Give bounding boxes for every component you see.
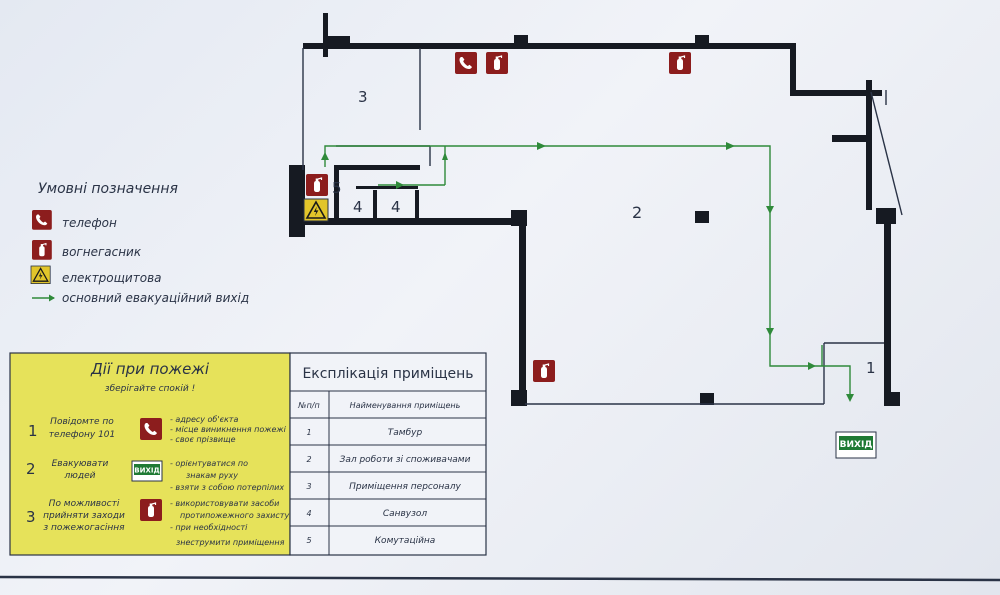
step-2-exit-sign-text: ВИХІД: [134, 467, 159, 475]
partitions: [302, 48, 903, 405]
fire-actions-subtitle: зберігайте спокій !: [105, 384, 195, 394]
step-3-action-line-3: з пожежогасіння: [43, 523, 125, 533]
step-3-detail-4: знеструмити приміщення: [176, 538, 285, 547]
step-3-detail-2: протипожежного захисту: [180, 511, 289, 520]
plan-extinguisher-icon-3: [305, 173, 329, 197]
room-label-2: 2: [632, 203, 642, 222]
extinguisher-icon: [31, 239, 53, 261]
step-3-detail-1: - використовувати засоби: [170, 499, 279, 508]
rooms-table-row-2-name: Зал роботи зі споживачами: [340, 455, 471, 465]
step-2-detail-3: - взяти з собою потерпілих: [170, 483, 284, 492]
step-1-detail-1: - адресу об'єкта: [170, 415, 238, 424]
rooms-table-row-1-name: Тамбур: [388, 428, 423, 438]
legend-label-electrical: електрощитова: [62, 271, 162, 285]
legend-label-extinguisher: вогнегасник: [62, 245, 142, 259]
legend-label-evacuation: основний евакуаційний вихід: [62, 291, 249, 305]
step-2-detail-1: - орієнтуватися по: [170, 459, 248, 468]
evacuation-route: [321, 142, 854, 402]
route-arrow-9: [846, 394, 854, 402]
route-arrow-1: [321, 152, 329, 160]
exit-sign: ВИХІД: [835, 431, 877, 459]
step-2-number: 2: [26, 460, 36, 478]
sheet-bottom-line: [0, 575, 1000, 582]
step-1-number: 1: [28, 422, 38, 440]
rooms-table-title: Експлікація приміщень: [302, 366, 473, 382]
plan-extinguisher-icon-4: [532, 359, 556, 383]
step-1-detail-3: - своє прізвище: [170, 435, 236, 444]
step-3-action-line-2: прийняти заходи: [43, 511, 125, 521]
step-1-action-line-1: Повідомте по: [50, 417, 114, 427]
route-arrow-4: [537, 142, 546, 150]
walls: [289, 13, 900, 406]
plan-extinguisher-icon-1: [485, 51, 509, 75]
step-2-action-line-2: людей: [64, 471, 96, 481]
rooms-table-col-name: Найменування приміщень: [350, 401, 461, 410]
step-2-exit-sign-icon: ВИХІД: [131, 460, 163, 482]
room-label-5: 5: [332, 179, 342, 197]
plan-extinguisher-icon-2: [668, 51, 692, 75]
route-arrow-8: [808, 362, 816, 370]
evacuation-arrow-icon: [49, 294, 55, 302]
legend: Умовні позначення телефон вогнегасник ел…: [30, 181, 249, 305]
step-2-action-line-1: Евакуювати: [52, 459, 109, 469]
electrical-panel-icon: [30, 265, 51, 285]
rooms-table-row-5-num: 5: [306, 536, 311, 545]
fire-actions-panel: Дії при пожежі зберігайте спокій ! 1 Пов…: [9, 352, 291, 556]
room-label-3: 3: [358, 88, 368, 106]
route-arrow-7: [766, 328, 774, 336]
fire-actions-title: Дії при пожежі: [90, 360, 210, 378]
step-3-extinguisher-icon: [139, 498, 163, 522]
route-arrow-5: [726, 142, 735, 150]
floor-plan: 3 5 4 4 2 1: [289, 13, 903, 459]
room-label-1: 1: [866, 359, 876, 377]
rooms-table-row-4-name: Санвузол: [383, 509, 428, 519]
phone-icon: [32, 210, 52, 230]
step-3-action-line-1: По можливості: [49, 499, 120, 509]
step-1-action-line-2: телефону 101: [49, 430, 116, 440]
route-arrow-3: [396, 181, 404, 189]
rooms-table: Експлікація приміщень №п/п Найменування …: [289, 352, 487, 556]
rooms-table-row-5-name: Комутаційна: [375, 536, 436, 546]
legend-item-phone: телефон: [32, 210, 117, 230]
legend-item-electrical: електрощитова: [30, 265, 162, 285]
plan-electrical-panel-icon: [303, 198, 329, 222]
route-arrow-6: [766, 206, 774, 214]
step-2-detail-2: знакам руху: [186, 471, 238, 480]
rooms-table-row-2-num: 2: [306, 455, 311, 464]
rooms-table-row-1-num: 1: [306, 428, 311, 437]
step-1-detail-2: - місце виникнення пожежі: [170, 425, 287, 434]
room-label-4b: 4: [391, 198, 401, 216]
legend-item-evacuation: основний евакуаційний вихід: [32, 291, 249, 305]
plan-phone-icon: [455, 52, 477, 74]
legend-title: Умовні позначення: [38, 181, 178, 197]
legend-label-phone: телефон: [62, 216, 117, 230]
step-3-number: 3: [26, 508, 36, 526]
legend-item-extinguisher: вогнегасник: [31, 239, 142, 261]
room-label-4a: 4: [353, 198, 363, 216]
rooms-table-col-num: №п/п: [297, 401, 319, 410]
exit-sign-label: ВИХІД: [840, 440, 873, 450]
step-1-phone-icon: [140, 418, 162, 440]
rooms-table-row-3-num: 3: [306, 482, 311, 491]
step-3-detail-3: - при необхідності: [170, 523, 248, 532]
rooms-table-row-3-name: Приміщення персоналу: [349, 482, 461, 492]
rooms-table-row-4-num: 4: [306, 509, 311, 518]
route-arrow-2: [442, 152, 448, 160]
